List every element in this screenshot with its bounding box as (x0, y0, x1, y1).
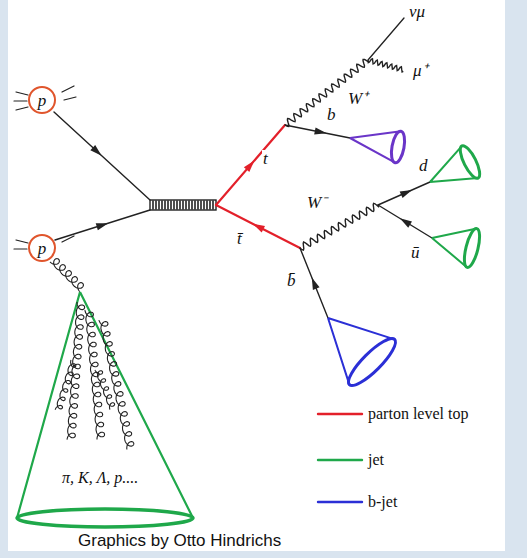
beam-remnant (16, 107, 28, 110)
u-quark-line (378, 205, 432, 238)
hard-process (212, 201, 214, 209)
gluon-coil (67, 302, 85, 440)
slide-panel (8, 0, 505, 551)
hard-process (176, 201, 178, 209)
proton-label: p (38, 240, 47, 257)
hard-process (182, 201, 184, 209)
caption: Graphics by Otto Hindrichs (78, 532, 281, 551)
gluon-coil (50, 259, 83, 292)
legend-text: parton level top (368, 405, 468, 423)
hard-process (173, 201, 175, 209)
hard-process (209, 201, 211, 209)
proton-circle: p (28, 86, 56, 114)
parton-line (55, 210, 150, 240)
arrow-head (314, 127, 326, 134)
particle-label: d (418, 157, 429, 176)
beam-remnant (62, 86, 74, 92)
hard-process (200, 201, 202, 209)
hard-process (170, 201, 172, 209)
jet-cone-outline (17, 292, 193, 518)
w-plus-wave (285, 59, 369, 126)
beam-remnant (64, 97, 76, 100)
parton-line (54, 112, 150, 200)
hard-process (191, 201, 193, 209)
arrow-head (312, 277, 320, 289)
hard-process (185, 201, 187, 209)
gluon-coil (99, 320, 134, 450)
gluon-coil (95, 370, 115, 410)
b-jet-cone (328, 318, 395, 385)
arrow-head (253, 224, 265, 233)
hard-process (188, 201, 190, 209)
particle-label: t̄ (236, 230, 243, 249)
legend-text: jet (368, 451, 384, 469)
beam-remnant (14, 248, 27, 249)
b-jet-cone (389, 130, 407, 164)
hard-process (179, 201, 181, 209)
particle-label: W⁻ (306, 194, 328, 213)
legend-text: b-jet (368, 493, 397, 511)
hard-process (197, 201, 199, 209)
d-quark-line (378, 182, 430, 205)
jet-cone: π, K, Λ, p.... (15, 290, 205, 530)
muon-line (368, 59, 403, 72)
bbar-quark-line (300, 248, 328, 318)
hard-process (152, 201, 154, 209)
particle-label: μ⁺ (412, 62, 429, 81)
hard-process (161, 201, 163, 209)
hard-process (158, 201, 160, 209)
particle-label: b (326, 106, 337, 125)
particle-label: b̄ (286, 272, 297, 291)
jet-cone-outline (15, 290, 205, 530)
proton-circle: p (28, 234, 56, 262)
beam-remnant (16, 92, 28, 95)
legend-sample (318, 413, 362, 415)
beam-remnant (16, 240, 28, 243)
hard-process (206, 201, 208, 209)
arrow-head (244, 160, 255, 171)
particle-label: t (262, 150, 269, 169)
particle-label: ū (410, 244, 421, 263)
hard-process (150, 200, 216, 210)
jet-cone-rim (17, 509, 193, 527)
jet-cone (457, 143, 484, 181)
b-quark-line (285, 125, 350, 138)
hard-process (164, 201, 166, 209)
top-line (216, 125, 285, 205)
particle-label: νμ (408, 3, 426, 22)
hard-process (203, 201, 205, 209)
hard-process (167, 201, 169, 209)
hard-process (194, 201, 196, 209)
b-jet-cone (343, 333, 401, 391)
hadron-list: π, K, Λ, p.... (60, 470, 140, 486)
gluon-coil (55, 360, 76, 410)
arrow-head (96, 223, 109, 230)
hard-process (155, 201, 157, 209)
particle-label: W⁺ (347, 90, 369, 109)
proton-label: p (38, 92, 47, 109)
neutrino-line (368, 18, 404, 60)
antitop-line (216, 205, 300, 248)
jet-cone (461, 227, 482, 269)
arrow-head (400, 218, 412, 227)
legend-sample (318, 459, 362, 461)
legend-sample (318, 501, 362, 503)
arrow-head (90, 145, 101, 156)
beam-remnant (14, 100, 27, 101)
arrow-head (400, 190, 412, 198)
